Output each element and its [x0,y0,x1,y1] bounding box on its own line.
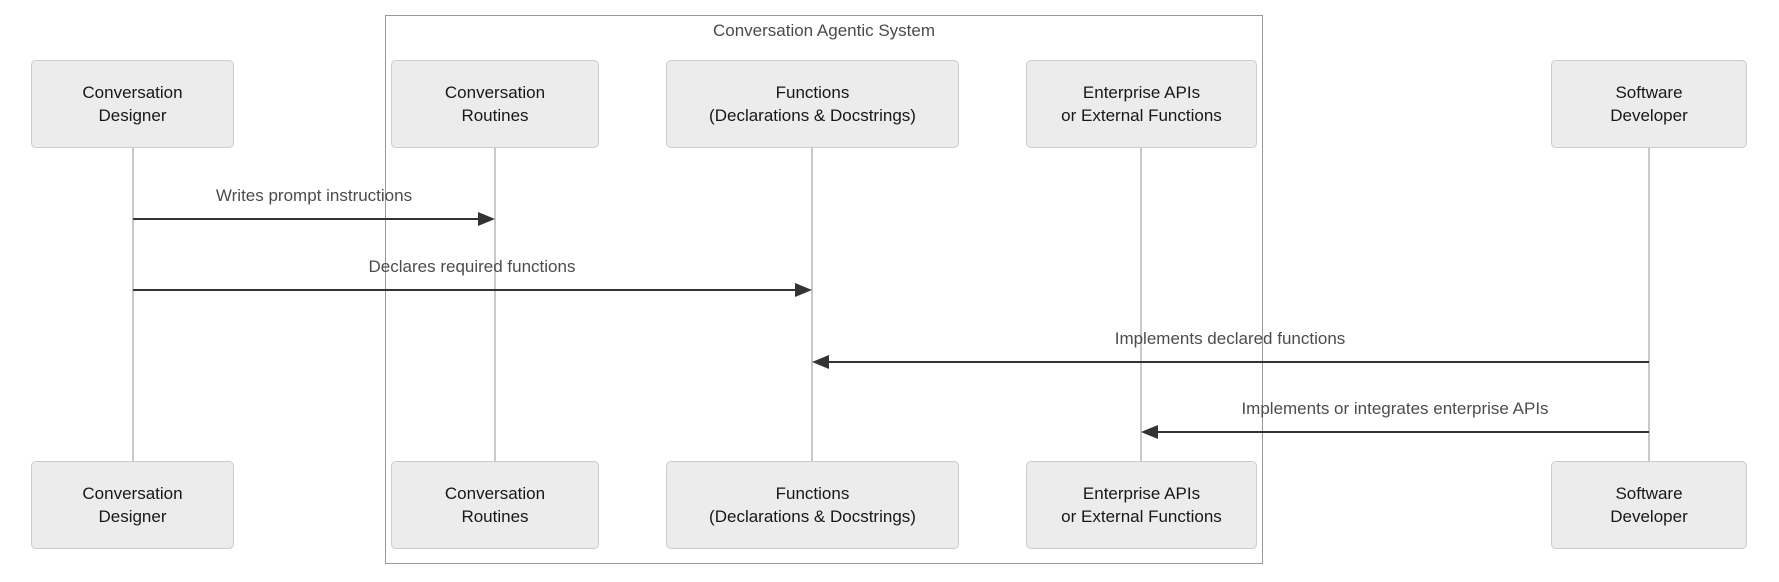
actor-bottom-conversation-designer: Conversation Designer [31,461,234,549]
system-boundary-title: Conversation Agentic System [712,21,936,40]
message-line-implements-or-integrates-enterprise-apis [1156,431,1649,433]
lifeline-conversation-designer [132,148,134,461]
actor-bottom-functions: Functions (Declarations & Docstrings) [666,461,959,549]
arrowhead-left-icon [812,355,829,369]
message-line-declares-required-functions [133,289,797,291]
lifeline-software-developer [1648,148,1650,461]
message-label-writes-prompt-instructions: Writes prompt instructions [215,186,413,205]
arrowhead-left-icon [1141,425,1158,439]
message-line-writes-prompt-instructions [133,218,480,220]
actor-bottom-software-developer: Software Developer [1551,461,1747,549]
actor-top-software-developer: Software Developer [1551,60,1747,148]
actor-bottom-enterprise-apis: Enterprise APIs or External Functions [1026,461,1257,549]
actor-bottom-conversation-routines: Conversation Routines [391,461,599,549]
lifeline-conversation-routines [494,148,496,461]
actor-top-conversation-designer: Conversation Designer [31,60,234,148]
arrowhead-right-icon [795,283,812,297]
message-label-implements-or-integrates-enterprise-apis: Implements or integrates enterprise APIs [1241,399,1549,418]
message-label-implements-declared-functions: Implements declared functions [1114,329,1346,348]
actor-top-functions: Functions (Declarations & Docstrings) [666,60,959,148]
actor-top-enterprise-apis: Enterprise APIs or External Functions [1026,60,1257,148]
actor-top-conversation-routines: Conversation Routines [391,60,599,148]
lifeline-enterprise-apis [1140,148,1142,461]
arrowhead-right-icon [478,212,495,226]
message-label-declares-required-functions: Declares required functions [368,257,576,276]
lifeline-functions [811,148,813,461]
message-line-implements-declared-functions [827,361,1649,363]
